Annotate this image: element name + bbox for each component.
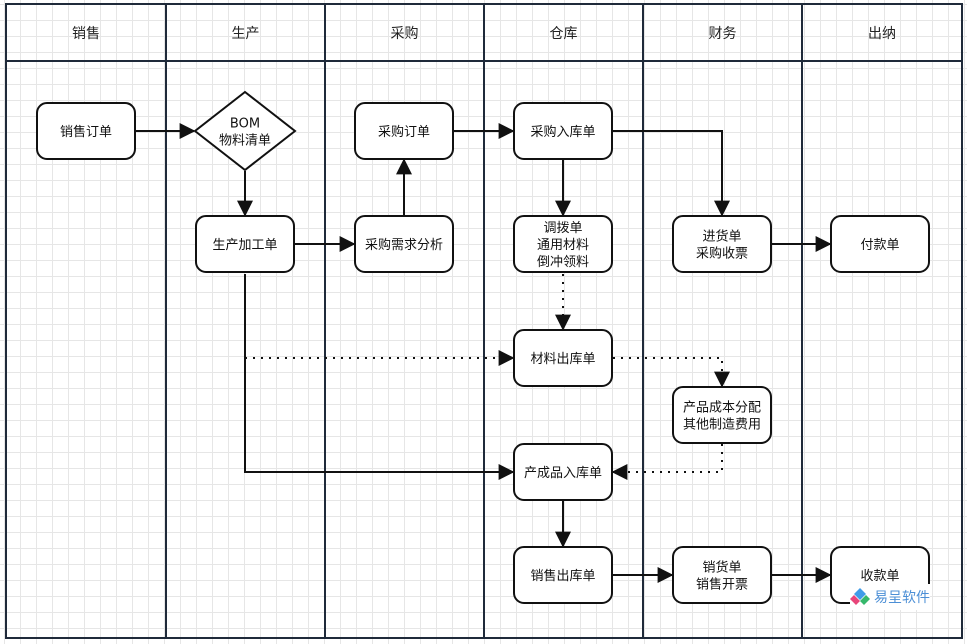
watermark: 易呈软件 bbox=[850, 584, 930, 610]
node-bom-label: 物料清单 bbox=[219, 134, 271, 149]
edge-material-outbound-to-cost-allocation bbox=[613, 357, 730, 388]
node-bom-diamond bbox=[193, 90, 297, 172]
lane-title-production: 生产 bbox=[232, 26, 260, 42]
node-transfer-label: 通用材料 bbox=[537, 238, 589, 253]
node-product-inbound-box bbox=[513, 443, 613, 501]
node-purchase-inbound-label: 采购入库单 bbox=[530, 124, 595, 140]
lane-title-sales: 销售 bbox=[72, 26, 100, 42]
node-purchase-invoice-label: 进货单 bbox=[702, 229, 741, 245]
node-production-order-label: 生产加工单 bbox=[212, 238, 277, 253]
node-purchase-inbound-box bbox=[513, 102, 613, 160]
node-material-outbound-box bbox=[513, 329, 613, 387]
lane-title-finance: 财务 bbox=[709, 26, 737, 42]
yicheng-logo-icon bbox=[850, 588, 870, 605]
node-sales-outbound-box bbox=[513, 546, 613, 604]
node-purchase-order-label: 采购订单 bbox=[378, 124, 430, 140]
node-cost-allocation-label: 产品成本分配 bbox=[683, 401, 761, 416]
node-transfer-label: 调拨单 bbox=[543, 221, 582, 236]
node-purchase-demand-box bbox=[354, 215, 454, 273]
node-purchase-demand-label: 采购需求分析 bbox=[365, 237, 443, 253]
node-purchase-invoice-label: 采购收票 bbox=[696, 246, 748, 262]
node-transfer-label: 倒冲领料 bbox=[537, 255, 589, 270]
lane-title-cashier: 出纳 bbox=[868, 26, 896, 42]
node-payment-label: 付款单 bbox=[860, 238, 899, 253]
node-sales-order-box bbox=[36, 102, 136, 160]
node-sales-invoice-label: 销货单 bbox=[702, 560, 741, 576]
node-cost-allocation-label: 其他制造费用 bbox=[683, 418, 761, 433]
edge-purchase-inbound-to-purchase-invoice bbox=[613, 130, 730, 217]
node-product-inbound-label: 产成品入库单 bbox=[524, 465, 602, 481]
node-sales-invoice-box bbox=[672, 546, 772, 604]
watermark-text: 易呈软件 bbox=[874, 590, 930, 606]
node-purchase-order-box bbox=[354, 102, 454, 160]
node-sales-outbound-label: 销售出库单 bbox=[530, 568, 595, 584]
edge-cost-allocation-to-product-inbound bbox=[611, 444, 723, 480]
node-transfer-box bbox=[513, 215, 613, 273]
node-purchase-invoice-box bbox=[672, 215, 772, 273]
lane-title-purchase: 采购 bbox=[391, 26, 419, 42]
node-receipt-label: 收款单 bbox=[860, 569, 899, 584]
node-material-outbound-label: 材料出库单 bbox=[530, 351, 595, 367]
node-payment-box bbox=[830, 215, 930, 273]
node-sales-order-label: 销售订单 bbox=[60, 124, 112, 140]
node-production-order-box bbox=[195, 215, 295, 273]
edge-production-order-to-product-inbound bbox=[244, 274, 515, 480]
node-bom-label: BOM bbox=[230, 117, 260, 132]
node-sales-invoice-label: 销售开票 bbox=[696, 577, 748, 593]
node-cost-allocation-box bbox=[672, 386, 772, 444]
lane-title-warehouse: 仓库 bbox=[550, 26, 578, 42]
